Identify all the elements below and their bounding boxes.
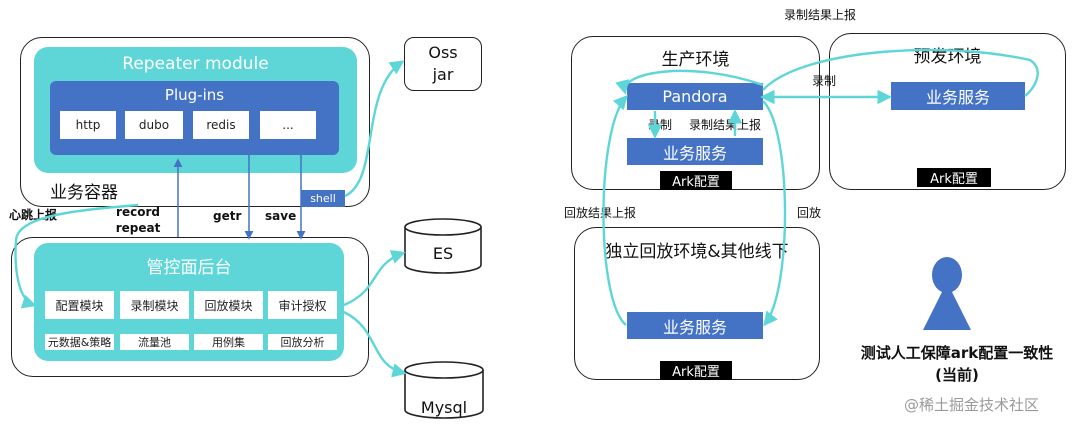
pre-ark-config: Ark配置	[917, 168, 991, 187]
record-label: record	[116, 205, 160, 219]
plugin-more: ...	[260, 111, 316, 139]
replay-report-label: 回放结果上报	[564, 206, 637, 220]
plugins-title: Plug-ins	[164, 86, 225, 104]
indep-ark-config: Ark配置	[660, 361, 732, 380]
backend-module-record: 录制模块	[120, 291, 189, 319]
backend-data-case-set: 用例集	[194, 334, 263, 350]
backend-module-config: 配置模块	[45, 291, 114, 319]
indep-env-title: 独立回放环境&其他线下	[605, 241, 789, 262]
jar-label: jar	[432, 64, 454, 84]
prod-service-box: 业务服务	[627, 138, 763, 165]
es-label: ES	[432, 243, 454, 263]
replay-label: 回放	[797, 206, 822, 220]
prod-record-report-label: 录制结果上报	[689, 118, 762, 132]
backend-title: 管控面后台	[146, 257, 232, 278]
prod-ark-config: Ark配置	[660, 171, 732, 190]
oss-jar-box	[404, 37, 482, 91]
pre-service-box: 业务服务	[891, 82, 1025, 110]
prod-env-box	[571, 36, 820, 190]
top-record-report-label: 录制结果上报	[783, 7, 856, 22]
mysql-database-icon	[404, 361, 484, 419]
repeater-module-title: Repeater module	[122, 54, 269, 74]
repeat-label: repeat	[115, 221, 161, 235]
oss-label: Oss	[428, 42, 458, 62]
getr-label: getr	[213, 209, 242, 223]
tester-caption-line2: (当前)	[935, 365, 979, 384]
save-label: save	[265, 209, 297, 223]
watermark: @稀土掘金技术社区	[904, 396, 1040, 414]
backend-data-replay-analysis: 回放分析	[268, 334, 337, 350]
backend-data-traffic-pool: 流量池	[120, 334, 189, 350]
business-container-label: 业务容器	[50, 182, 118, 203]
pre-record-label: 录制	[812, 74, 837, 88]
plugin-dubo: dubo	[125, 111, 183, 139]
shell-box: shell	[301, 190, 345, 207]
pandora-box: Pandora	[627, 83, 763, 110]
plugin-redis: redis	[193, 111, 249, 139]
indep-service-box: 业务服务	[627, 312, 763, 339]
tester-caption-line1: 测试人工保障ark配置一致性	[860, 343, 1054, 362]
mysql-label: Mysql	[420, 397, 468, 417]
plugin-http: http	[60, 111, 116, 139]
tester-person-icon	[923, 257, 971, 330]
backend-module-replay: 回放模块	[194, 291, 263, 319]
prod-env-title: 生产环境	[661, 49, 730, 70]
backend-data-metadata: 元数据&策略	[45, 334, 114, 350]
es-database-icon	[404, 218, 482, 274]
backend-module-audit: 审计授权	[268, 291, 337, 319]
